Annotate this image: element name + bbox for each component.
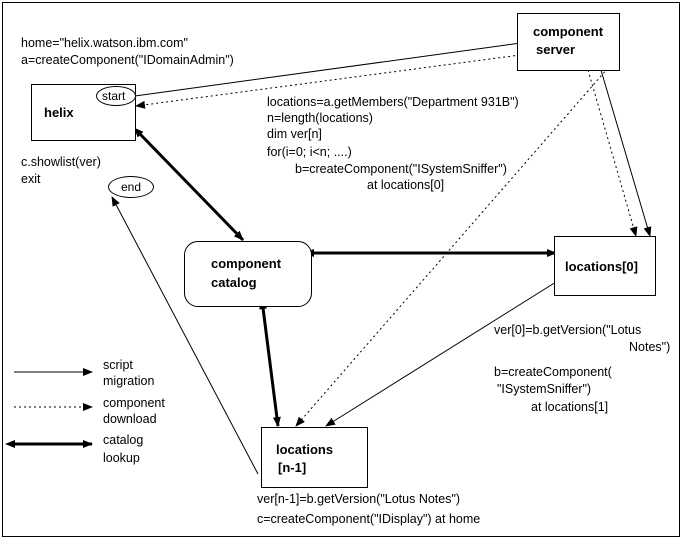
legend-label-migration: migration xyxy=(103,374,155,388)
node-locations-n1: locations [n-1] xyxy=(261,427,368,488)
note-ver0-line-4: "ISystemSniffer") xyxy=(497,382,592,396)
note-vern-line-1: ver[n-1]=b.getVersion("Lotus Notes") xyxy=(257,492,461,506)
node-component-server-label-2: server xyxy=(536,42,576,57)
note-ver0-line-5: at locations[1] xyxy=(531,400,609,414)
node-end-oval: end xyxy=(108,176,154,198)
note-showlist-line-1: c.showlist(ver) xyxy=(21,155,101,169)
node-locations-0: locations[0] xyxy=(554,236,656,296)
note-locations-line-1: locations=a.getMembers("Department 931B"… xyxy=(267,95,519,109)
node-locations-0-label: locations[0] xyxy=(565,259,638,274)
edge-server-download-locn xyxy=(295,67,609,427)
node-component-catalog-label-2: catalog xyxy=(211,275,257,290)
legend-label-component: component xyxy=(103,396,165,410)
edge-locn-to-end xyxy=(111,196,259,475)
note-home-line-2: a=createComponent("IDomainAdmin") xyxy=(21,53,234,67)
legend-label-script: script xyxy=(103,358,133,372)
legend-label-lookup: lookup xyxy=(103,451,140,465)
node-component-server: component server xyxy=(517,13,620,71)
note-vern-line-2: c=createComponent("IDisplay") at home xyxy=(257,512,481,526)
edge-server-download-loc0 xyxy=(587,69,638,237)
edge-server-to-loc0 xyxy=(597,59,652,237)
edge-start-to-server xyxy=(134,39,529,97)
node-locations-n1-label-2: [n-1] xyxy=(278,460,307,475)
legend-label-catalog: catalog xyxy=(103,433,144,447)
node-component-catalog-label-1: component xyxy=(211,256,282,271)
node-start-oval: start xyxy=(96,86,136,106)
note-locations-line-4: for(i=0; i<n; ....) xyxy=(267,145,352,159)
note-locations-line-2: n=length(locations) xyxy=(267,111,373,125)
legend-label-download: download xyxy=(103,412,157,426)
node-component-server-label-1: component xyxy=(533,24,604,39)
node-locations-n1-label-1: locations xyxy=(276,442,334,457)
node-end-label: end xyxy=(121,180,142,194)
note-locations-line-3: dim ver[n] xyxy=(267,127,322,141)
node-helix-label: helix xyxy=(44,105,74,120)
note-ver0-line-2: Notes") xyxy=(629,340,671,354)
note-locations-line-5: b=createComponent("ISystemSniffer") xyxy=(295,162,507,176)
note-ver0-line-1: ver[0]=b.getVersion("Lotus xyxy=(494,323,642,337)
edge-loc0-to-locn xyxy=(325,281,557,427)
edge-helix-catalog xyxy=(133,127,245,242)
node-component-catalog: component catalog xyxy=(184,241,312,307)
note-ver0-line-3: b=createComponent( xyxy=(494,365,612,379)
note-locations-line-6: at locations[0] xyxy=(367,178,445,192)
note-showlist-line-2: exit xyxy=(21,172,41,186)
node-start-label: start xyxy=(102,89,126,103)
note-home-line-1: home="helix.watson.ibm.com" xyxy=(21,36,188,50)
edge-catalog-locn xyxy=(259,299,281,427)
